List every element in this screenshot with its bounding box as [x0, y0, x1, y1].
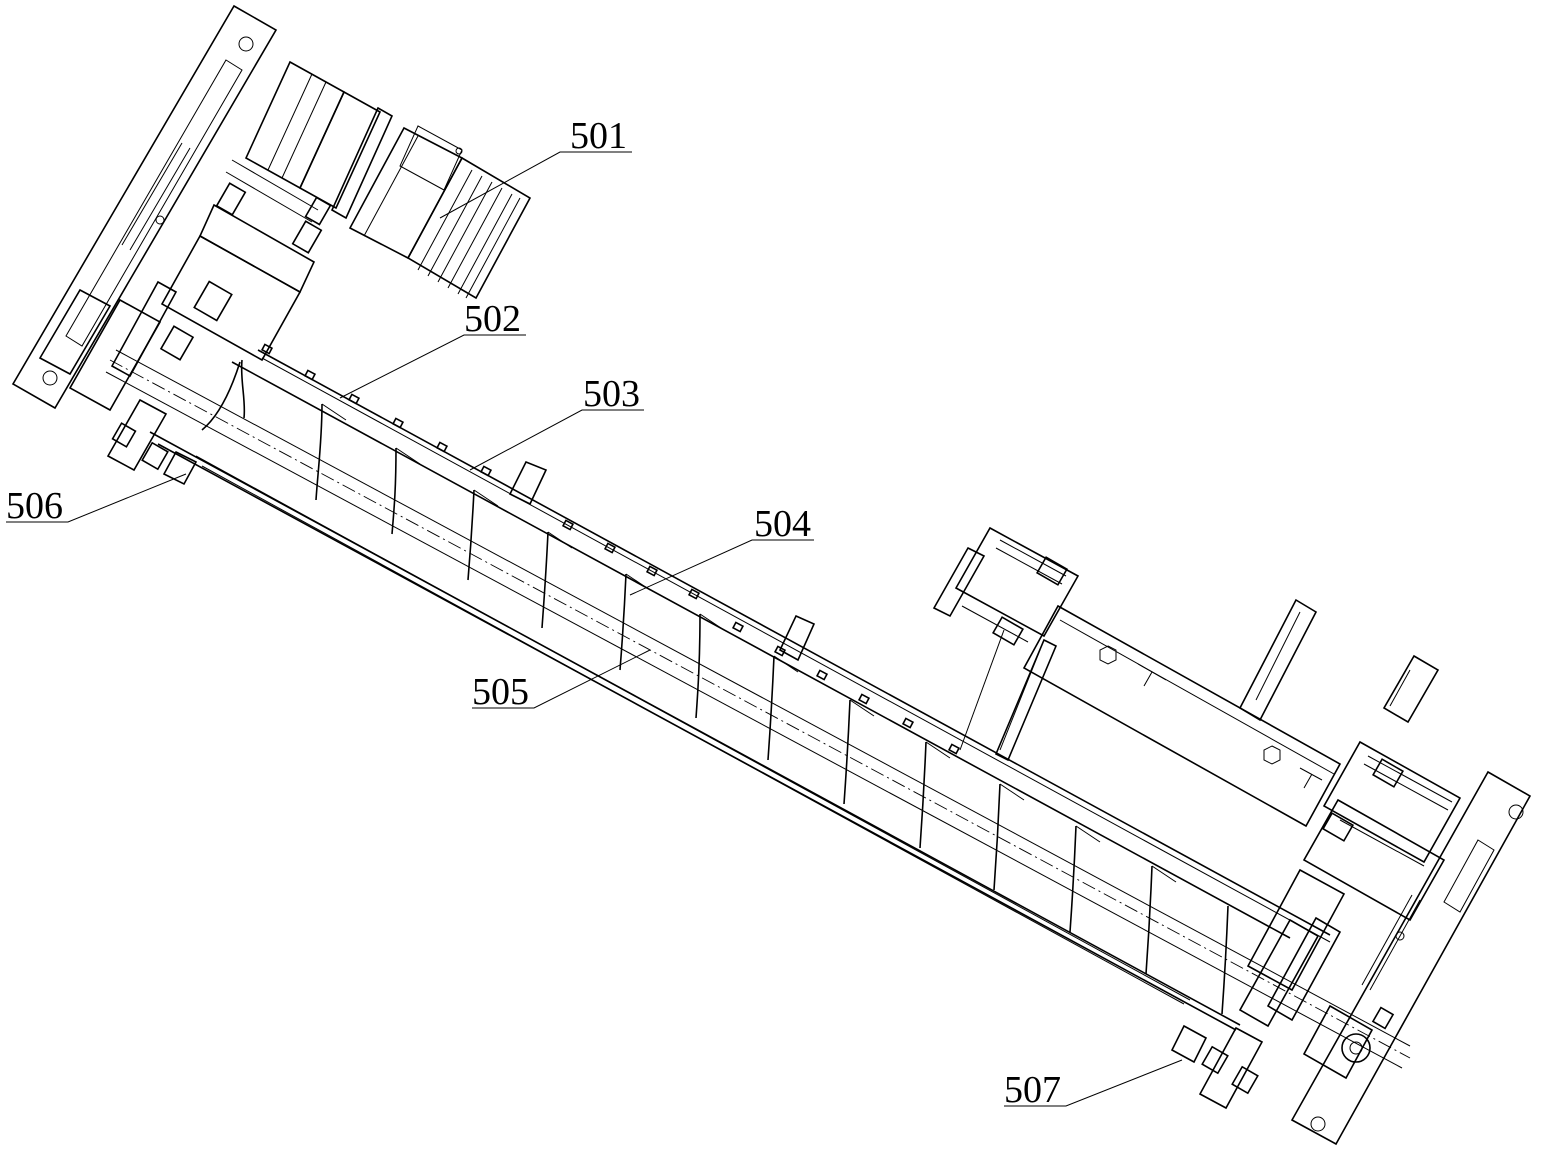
cover-bolts: [260, 343, 961, 755]
leader-lines: [6, 151, 1183, 1107]
callout-503: 503: [583, 373, 640, 415]
left-bearing: [38, 280, 233, 486]
screw-flights: [201, 359, 1229, 1015]
leader-504: [629, 539, 814, 596]
gate-actuator-frame: [932, 526, 1462, 992]
callout-507: 507: [1004, 1069, 1061, 1111]
right-bearing: [1170, 916, 1395, 1110]
leader-505: [472, 649, 651, 709]
leader-506: [6, 473, 187, 523]
callout-504: 504: [754, 503, 811, 545]
conveyor-trough: [105, 343, 1411, 1069]
leader-507: [1004, 1059, 1183, 1107]
leader-503: [469, 409, 644, 471]
left-end-plate: [11, 4, 278, 410]
callout-labels: 501 502 503 504 505 506 507: [6, 115, 1061, 1111]
leader-501: [439, 151, 632, 219]
callout-505: 505: [472, 671, 529, 713]
callout-502: 502: [464, 298, 521, 340]
motor-assembly: [160, 60, 532, 362]
callout-506: 506: [6, 485, 63, 527]
right-end-plate: [1290, 770, 1532, 1146]
callout-501: 501: [570, 115, 627, 157]
leader-502: [339, 334, 526, 399]
